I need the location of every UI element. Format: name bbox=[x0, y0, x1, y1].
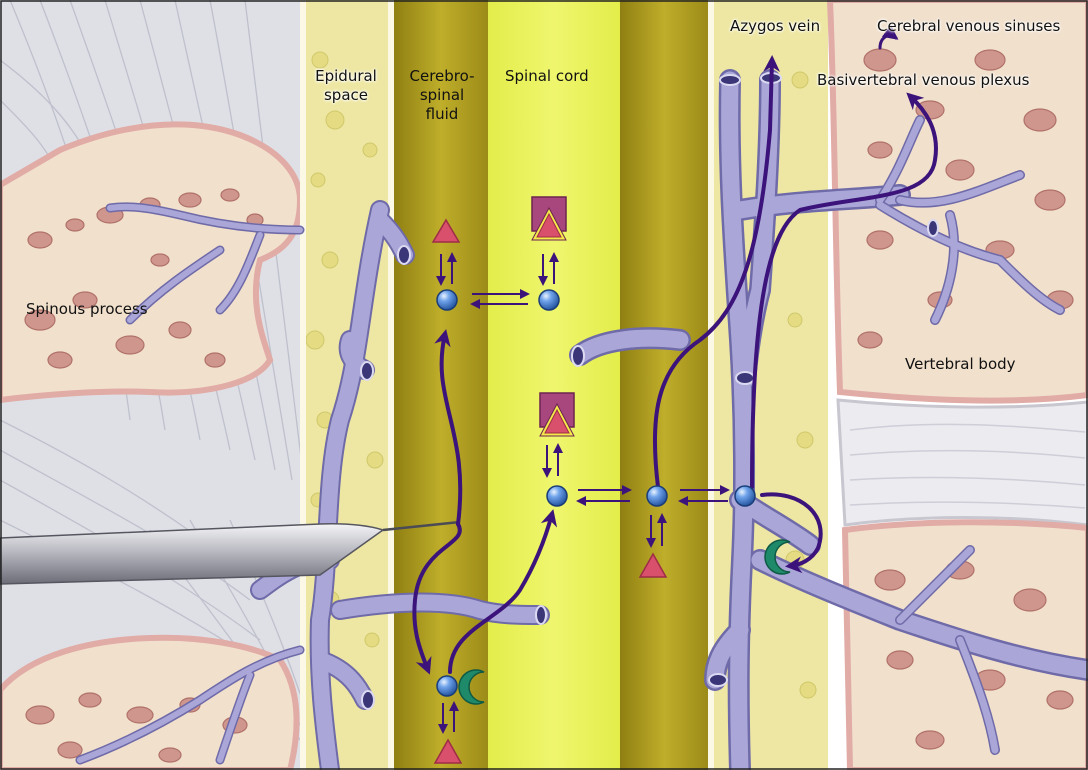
spinal-cord-band bbox=[488, 0, 620, 770]
spinous-process-upper bbox=[0, 124, 300, 400]
dura-line-left bbox=[300, 0, 306, 770]
sphere-cord-upper bbox=[539, 290, 559, 310]
label-spinal-cord: Spinal cord bbox=[505, 67, 589, 86]
label-epidural-space: Epidural space bbox=[303, 67, 389, 105]
sphere-cord-lower bbox=[547, 486, 567, 506]
label-basivertebral-venous-plexus: Basivertebral venous plexus bbox=[817, 71, 1029, 90]
label-vertebral-body: Vertebral body bbox=[905, 355, 1016, 374]
label-spinous-process: Spinous process bbox=[26, 300, 148, 319]
spinous-process-lower bbox=[0, 638, 297, 770]
label-cerebral-venous-sinuses: Cerebral venous sinuses bbox=[877, 17, 1060, 36]
sphere-csf-lower bbox=[437, 676, 457, 696]
dura-line-left-inner bbox=[388, 0, 394, 770]
intervertebral-disc bbox=[838, 400, 1088, 525]
sphere-csf-upper bbox=[437, 290, 457, 310]
sphere-epidural-right bbox=[735, 486, 755, 506]
label-cerebrospinal-fluid: Cerebro- spinal fluid bbox=[397, 67, 487, 124]
sphere-csf-right bbox=[647, 486, 667, 506]
label-azygos-vein: Azygos vein bbox=[730, 17, 820, 36]
